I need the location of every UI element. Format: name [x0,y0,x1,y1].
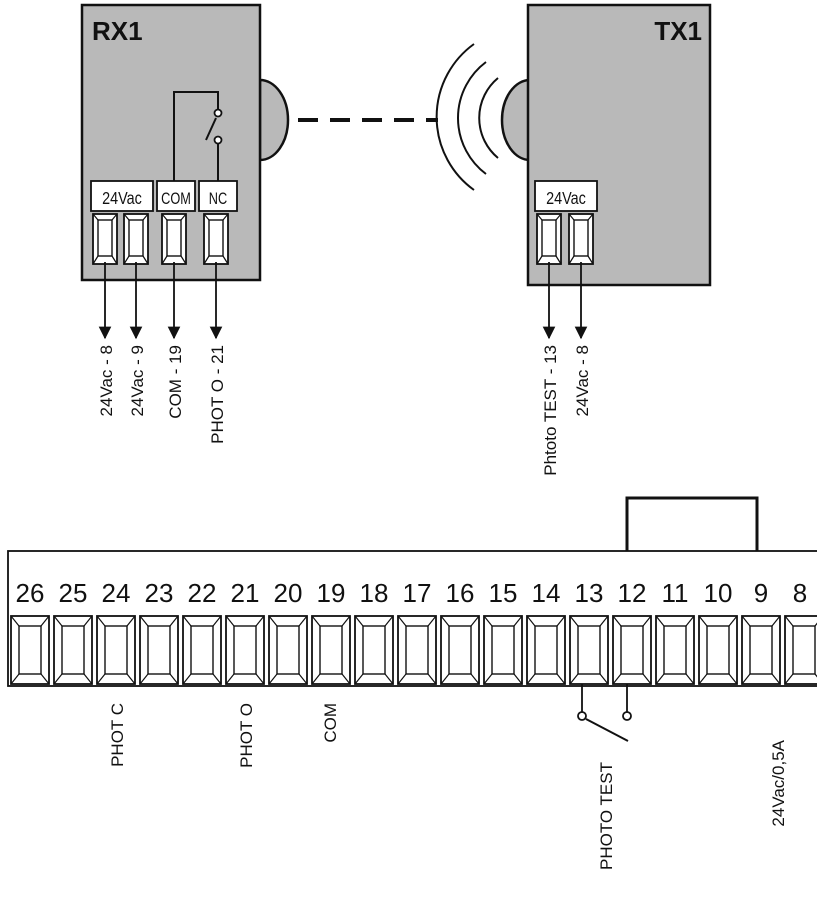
rx1-label-strip: 24Vac COM NC [90,180,238,212]
rx1-wires [98,262,223,340]
board-terminal [698,615,738,685]
tx1-wires [542,262,588,340]
terminal-number: 26 [16,578,45,608]
wire-label: PHOT O - 21 [208,345,227,444]
wire-label: 24Vac - 9 [128,345,147,417]
board-terminal [784,615,817,685]
phot-o-label: PHOT O [237,703,256,768]
board-terminal [96,615,136,685]
terminal-number: 25 [59,578,88,608]
board-terminal [268,615,308,685]
board-terminal [655,615,695,685]
tx1-terminal [568,213,594,265]
terminal-number: 16 [446,578,475,608]
beam-receiver-icon [258,78,290,162]
board-terminal [225,615,265,685]
terminal-number: 15 [489,578,518,608]
terminal-number: 9 [754,578,768,608]
terminal-number: 14 [532,578,561,608]
terminal-number: 8 [793,578,807,608]
tx1-wire-labels: Phtoto TEST - 13 24Vac - 8 [541,345,592,476]
board-terminal [440,615,480,685]
tx1-title: TX1 [654,16,702,46]
tx1-label-strip: 24Vac [534,180,598,212]
board-terminal [526,615,566,685]
board-terminal [483,615,523,685]
terminal-number: 17 [403,578,432,608]
board-terminal [354,615,394,685]
photo-test-switch-icon [577,684,632,742]
terminal-number: 10 [704,578,733,608]
rx1-24vac-label: 24Vac [102,189,142,209]
phot-c-label: PHOT C [108,703,127,767]
wire-label: 24Vac - 8 [573,345,592,417]
terminal-number: 24 [102,578,131,608]
rx1-com-label: COM [161,189,191,208]
terminal-number: 20 [274,578,303,608]
jumper-wire [625,496,759,551]
terminal-number: 23 [145,578,174,608]
board-terminal [10,615,50,685]
board-terminal [741,615,781,685]
photo-test-label: PHOTO TEST [597,762,616,870]
wire-label: 24Vac - 8 [97,345,116,417]
board-terminal [139,615,179,685]
board-terminal [612,615,652,685]
terminal-board: 26 25 24 23 22 21 20 19 18 17 16 15 14 1… [7,496,817,870]
wire-label: Phtoto TEST - 13 [541,345,560,476]
power-label: 24Vac/0,5A [769,739,788,826]
rx1-terminal [203,213,229,265]
rx1-receiver: RX1 24Vac COM NC [80,3,290,444]
terminal-number: 21 [231,578,260,608]
signal-wave-icon [435,43,499,191]
board-terminal [397,615,437,685]
board-terminal [311,615,351,685]
rx1-nc-label: NC [209,189,228,208]
terminal-number: 12 [618,578,647,608]
terminal-number: 18 [360,578,389,608]
rx1-title: RX1 [92,16,143,46]
tx1-terminal [536,213,562,265]
beam-emitter-icon [500,78,532,162]
wire-label: COM - 19 [166,345,185,419]
tx1-transmitter: TX1 24Vac Phtoto TEST - 13 [435,3,712,476]
terminal-number: 11 [662,578,689,608]
board-terminal [53,615,93,685]
board-terminal [182,615,222,685]
com-label: COM [321,703,340,743]
tx1-24vac-label: 24Vac [546,189,586,209]
terminal-number: 19 [317,578,346,608]
board-terminals [10,615,817,685]
rx1-terminal [123,213,149,265]
terminal-numbers: 26 25 24 23 22 21 20 19 18 17 16 15 14 1… [16,578,808,608]
relay-contact-icon [173,91,223,181]
rx1-wire-labels: 24Vac - 8 24Vac - 9 COM - 19 PHOT O - 21 [97,345,227,444]
rx1-terminal [92,213,118,265]
terminal-number: 22 [188,578,217,608]
rx1-terminal [161,213,187,265]
terminal-number: 13 [575,578,604,608]
board-terminal [569,615,609,685]
